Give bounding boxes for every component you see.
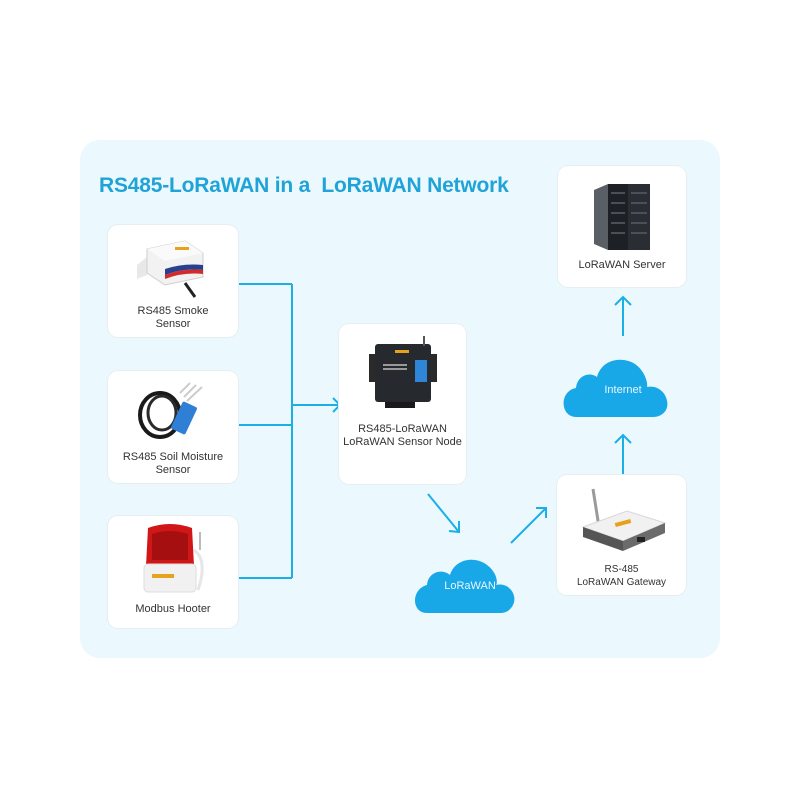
arrow-internet-to-server (614, 295, 632, 336)
sensor-node-label: RS485-LoRaWAN LoRaWAN Sensor Node (343, 423, 462, 448)
server-icon (594, 184, 650, 250)
arrow-lorawan-to-gateway (510, 507, 547, 544)
device-label: Modbus Hooter (135, 603, 211, 615)
diagram-title: RS485-LoRaWAN in a LoRaWAN Network (99, 174, 509, 197)
sensor-node-icon (369, 336, 437, 408)
gateway-card[interactable]: RS-485 LoRaWAN Gateway (557, 475, 686, 595)
device-label: RS485 Soil Moisture Sensor (122, 451, 224, 476)
arrow-node-to-lorawan (427, 493, 460, 534)
device-card-hooter[interactable]: Modbus Hooter (108, 516, 238, 628)
device-card-smoke[interactable]: RS485 Smoke Sensor (108, 225, 238, 337)
sensor-node-card[interactable]: RS485-LoRaWAN LoRaWAN Sensor Node (339, 324, 466, 484)
hooter-icon (143, 524, 204, 593)
soil-moisture-sensor-icon (138, 382, 203, 439)
internet-cloud-label: Internet (604, 384, 642, 396)
device-card-soil-moisture[interactable]: RS485 Soil Moisture Sensor (108, 371, 238, 483)
gateway-icon (581, 488, 667, 551)
arrow-to-node (292, 397, 342, 413)
server-card[interactable]: LoRaWAN Server (558, 166, 686, 287)
gateway-label: RS-485 LoRaWAN Gateway (576, 564, 667, 588)
smoke-sensor-icon (137, 240, 204, 298)
lorawan-cloud-label: LoRaWAN (444, 580, 496, 592)
device-label: RS485 Smoke Sensor (137, 305, 209, 330)
arrow-gateway-to-internet (614, 433, 632, 474)
server-label: LoRaWAN Server (578, 259, 666, 271)
internet-cloud-icon (563, 359, 668, 417)
lorawan-cloud-icon (415, 559, 515, 613)
